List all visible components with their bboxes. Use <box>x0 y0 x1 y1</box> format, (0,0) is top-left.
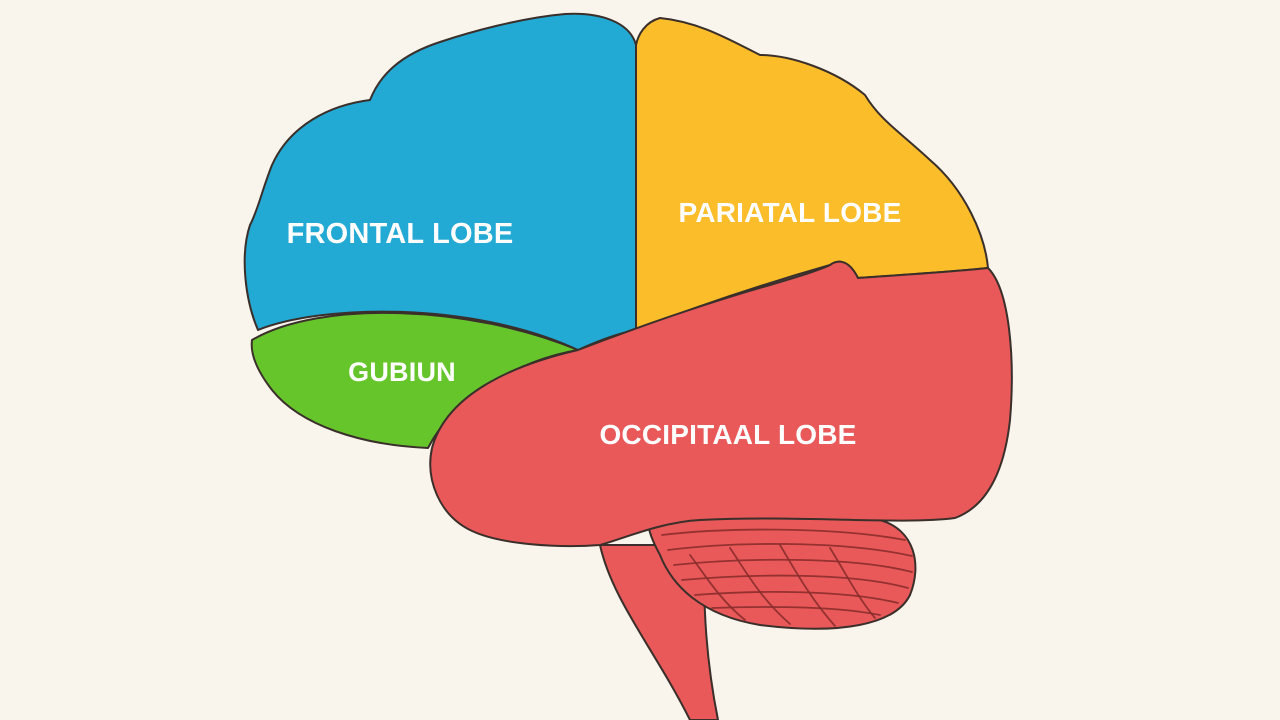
cerebellum-fold <box>689 554 746 621</box>
frontal-lobe <box>243 12 637 351</box>
frontal-lobe-label: FRONTAL LOBE <box>287 218 514 250</box>
occipital-lobe-label: OCCIPITAAL LOBE <box>599 419 856 450</box>
cerebellum-folds <box>661 528 913 627</box>
cerebellum-fold <box>729 547 791 625</box>
occipital-lobe <box>429 260 1013 548</box>
cerebellum-fold <box>829 547 876 619</box>
temporal-lobe-label: GUBIUN <box>348 357 456 387</box>
cerebellum-fold <box>694 591 899 604</box>
cerebellum-fold <box>667 543 913 557</box>
cerebellum-fold <box>779 544 836 627</box>
cerebellum-fold <box>661 528 906 541</box>
cerebellum-fold <box>673 558 913 573</box>
parietal-lobe-label: PARIATAL LOBE <box>679 197 902 228</box>
